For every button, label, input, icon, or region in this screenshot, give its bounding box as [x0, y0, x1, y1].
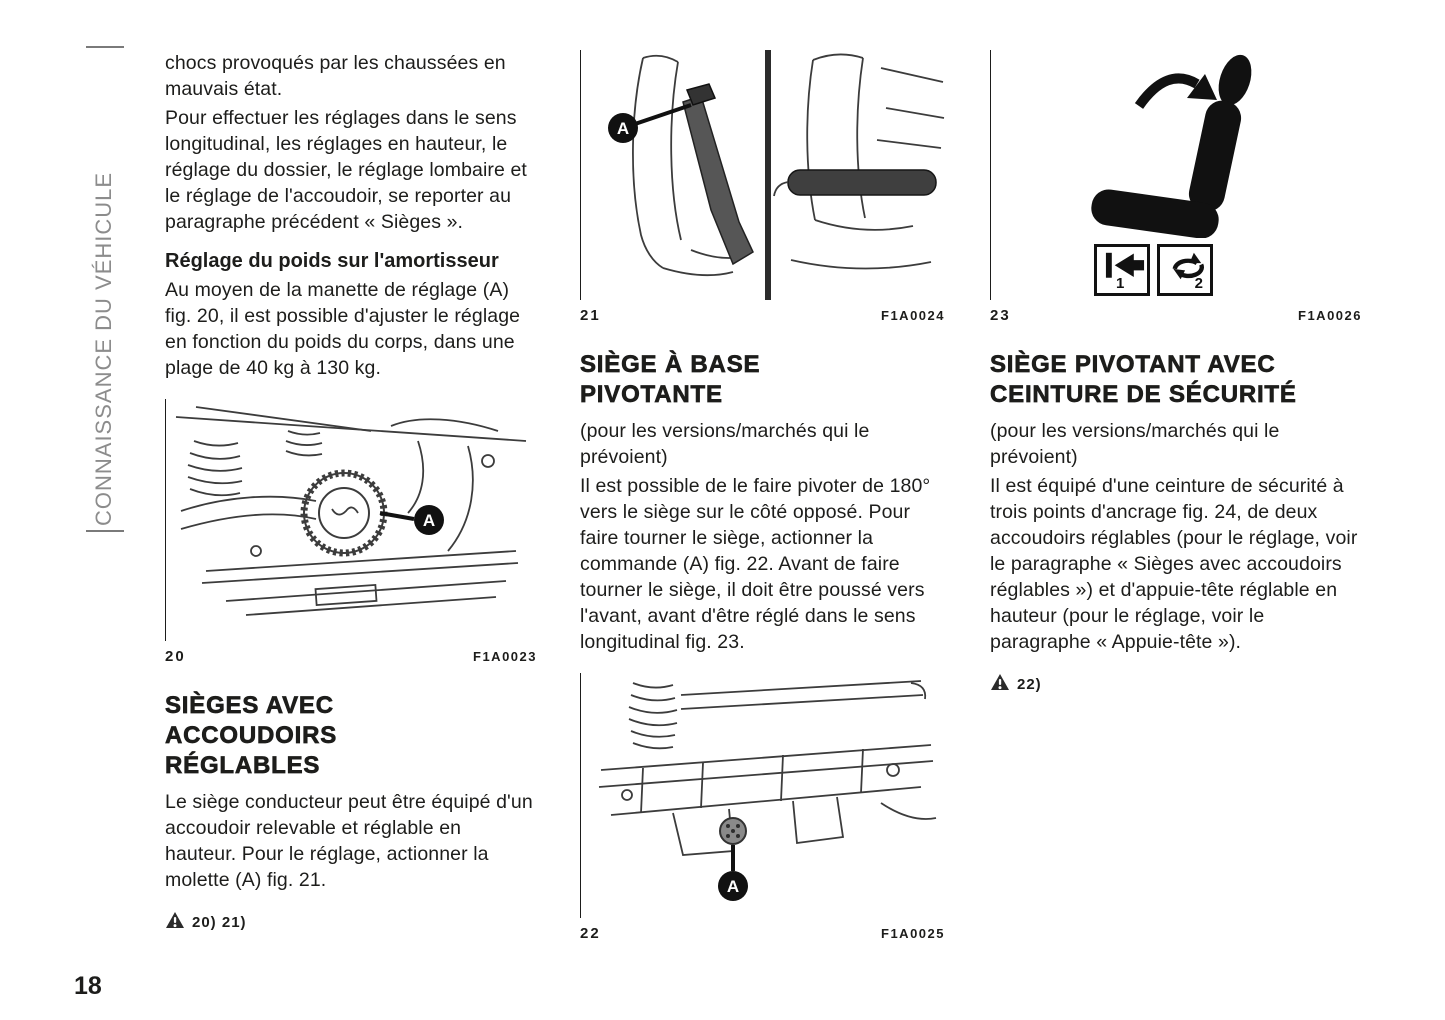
rotation-arrow	[1134, 73, 1200, 109]
chapter-sidebar-label: CONNAISSANCE DU VÉHICULE	[91, 171, 116, 526]
section-heading-siege-pivotant: SIÈGE PIVOTANT AVEC CEINTURE DE SÉCURITÉ	[990, 351, 1297, 409]
warning-triangle-icon	[990, 673, 1010, 696]
column-1: chocs provoqués par les chaussées en mau…	[165, 50, 537, 934]
warning-ref-numbers: 22)	[1017, 676, 1042, 693]
column-2: A 21 F1A0024 SIÈGE À BASE PIVOTANTE (pou…	[580, 50, 945, 942]
figure-number: 21	[580, 307, 601, 324]
section-heading-amortisseur: Réglage du poids sur l'amortisseur	[165, 250, 499, 272]
subnote: (pour les versions/marchés qui le prévoi…	[580, 420, 870, 468]
slide-forward-arrow-icon	[1105, 252, 1145, 278]
figure-number: 20	[165, 648, 186, 665]
section-heading-base-pivotante: SIÈGE À BASE PIVOTANTE	[580, 351, 761, 409]
paragraph: Il est possible de le faire pivoter de 1…	[580, 475, 931, 653]
figure-21: A 21 F1A0024	[580, 50, 945, 324]
figure-23: 1 2 23 F1A0026	[990, 50, 1362, 324]
figure-20: A 20 F1A0023	[165, 399, 537, 665]
figure-code: F1A0026	[1298, 308, 1362, 323]
figure-number: 22	[580, 925, 601, 942]
sidebar-top-rule	[86, 46, 124, 48]
callout-leader-line	[379, 511, 415, 521]
figure-22-caption: 22 F1A0025	[580, 925, 945, 942]
figure-23-image: 1 2	[990, 50, 1362, 300]
callout-a-label: A	[423, 511, 435, 530]
paragraph: chocs provoqués par les chaussées en mau…	[165, 52, 506, 100]
pictogram-step-1: 1	[1116, 275, 1125, 292]
column-3: 1 2 23 F1A0026	[990, 50, 1362, 696]
pictogram-box-rotate: 2	[1157, 244, 1213, 296]
rotate-arrows-icon	[1172, 252, 1204, 280]
sidebar-bottom-rule	[86, 530, 124, 532]
figure-20-caption: 20 F1A0023	[165, 648, 537, 665]
callout-a-badge	[608, 113, 638, 143]
figure-code: F1A0025	[881, 926, 945, 941]
warning-reference-row: 20) 21)	[165, 911, 537, 934]
figure-number: 23	[990, 307, 1011, 324]
figure-code: F1A0023	[473, 649, 537, 664]
figure-22: A 22 F1A0025	[580, 673, 945, 942]
swivel-seat-pictogram	[1091, 54, 1252, 238]
pillar-divider	[765, 50, 771, 300]
section-heading-accoudoirs: SIÈGES AVEC ACCOUDOIRS RÉGLABLES	[165, 692, 338, 780]
figure-21-image: A	[580, 50, 945, 300]
paragraph: Il est équipé d'une ceinture de sécurité…	[990, 475, 1358, 653]
page-number: 18	[74, 972, 102, 1000]
callout-a-badge	[718, 871, 748, 901]
pictogram-step-2: 2	[1194, 275, 1203, 292]
paragraph: Pour effectuer les réglages dans le sens…	[165, 107, 527, 233]
callout-a-badge	[414, 505, 444, 535]
pictogram-legend: 1 2	[1094, 244, 1362, 296]
figure-code: F1A0024	[881, 308, 945, 323]
callout-leader-line	[634, 103, 692, 126]
warning-reference-row: 22)	[990, 673, 1362, 696]
paragraph: Au moyen de la manette de réglage (A) fi…	[165, 279, 521, 379]
warning-ref-numbers: 20) 21)	[192, 914, 247, 931]
subnote: (pour les versions/marchés qui le prévoi…	[990, 420, 1280, 468]
figure-23-caption: 23 F1A0026	[990, 307, 1362, 324]
paragraph: Le siège conducteur peut être équipé d'u…	[165, 791, 533, 891]
pictogram-box-slide: 1	[1094, 244, 1150, 296]
warning-triangle-icon	[165, 911, 185, 934]
figure-20-image: A	[165, 399, 537, 641]
callout-a-label: A	[727, 877, 739, 896]
figure-22-image: A	[580, 673, 945, 918]
callout-a-label: A	[617, 119, 629, 138]
figure-21-caption: 21 F1A0024	[580, 307, 945, 324]
